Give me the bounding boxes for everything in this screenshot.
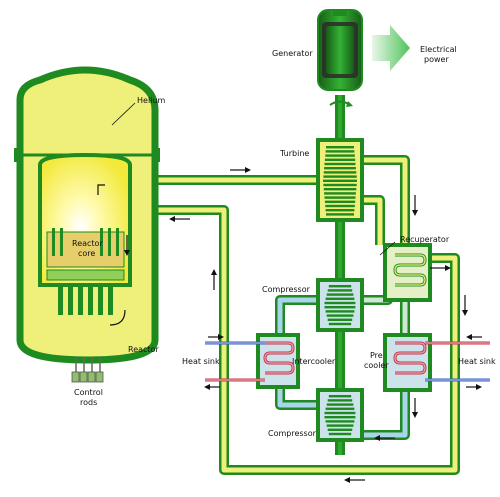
blade — [323, 171, 357, 174]
label-compressor-top: Compressor — [262, 285, 311, 294]
label-electrical-power-1: Electrical — [420, 45, 457, 54]
blade — [327, 289, 353, 292]
blade — [327, 428, 353, 431]
label-electrical-power-2: power — [424, 55, 449, 64]
turbine-blades — [323, 146, 357, 216]
compressor-top-blades — [324, 285, 356, 326]
label-pre-cooler-2: cooler — [364, 361, 389, 370]
label-generator: Generator — [272, 49, 313, 58]
blade — [326, 314, 354, 317]
blade — [325, 407, 355, 410]
turbine-exhaust-pipe — [360, 155, 410, 245]
blade — [326, 146, 354, 149]
shaft — [335, 95, 345, 455]
blade — [328, 322, 352, 326]
blade — [328, 285, 352, 288]
blade — [325, 204, 355, 208]
blade — [324, 416, 356, 419]
blade — [323, 188, 357, 191]
blade — [325, 150, 355, 153]
label-intercooler: Intercooler — [292, 357, 336, 366]
blade — [327, 399, 353, 402]
blade — [324, 158, 356, 161]
blade — [328, 432, 352, 436]
compressor-bottom — [316, 388, 364, 442]
heat-sink-right-lines — [425, 334, 490, 390]
pre-cooler — [383, 333, 432, 392]
generator — [317, 9, 363, 107]
label-reactor-core-1: Reactor — [72, 239, 103, 248]
label-helium: Helium — [137, 96, 165, 105]
power-arrow-icon — [372, 25, 410, 71]
label-turbine: Turbine — [279, 149, 309, 158]
blade — [326, 403, 354, 406]
blade — [325, 209, 355, 212]
label-reactor: Reactor — [128, 345, 159, 354]
blade — [323, 183, 357, 187]
turbine — [316, 138, 364, 222]
blade — [325, 154, 355, 157]
label-reactor-core-2: core — [78, 249, 95, 258]
label-pre-cooler-1: Pre — [370, 351, 383, 360]
precooler-pipes — [360, 300, 410, 440]
compressor-bottom-blades — [324, 395, 356, 436]
control-rod-bars — [52, 228, 119, 256]
reactor-vessel — [14, 66, 160, 364]
blade — [326, 213, 354, 216]
blade — [325, 297, 355, 300]
blade — [324, 162, 356, 166]
control-rod-drives — [71, 358, 104, 383]
blade — [325, 310, 355, 313]
label-recuperator: Recuperator — [400, 235, 450, 244]
recuperator-leader — [379, 241, 396, 256]
label-control-rods-2: rods — [80, 398, 97, 407]
blade — [324, 411, 356, 415]
recuperator — [383, 243, 432, 302]
blade — [324, 196, 356, 199]
blade — [324, 301, 356, 305]
blade — [323, 179, 357, 182]
blade — [324, 200, 356, 203]
blade — [325, 420, 355, 423]
intercooler-pipes — [275, 295, 318, 410]
outer-return-pipe — [150, 205, 460, 475]
lower-rod-channels — [58, 285, 113, 315]
blade — [328, 395, 352, 398]
blade — [326, 293, 354, 296]
blade — [327, 318, 353, 321]
heat-sink-left-lines — [204, 334, 265, 390]
label-heat-sink-right: Heat sink — [458, 357, 496, 366]
blade — [324, 192, 356, 195]
flow-arrows — [169, 167, 468, 483]
blade — [326, 424, 354, 427]
blade — [324, 306, 356, 309]
compressor-top — [316, 278, 364, 332]
blade — [323, 175, 357, 178]
blade — [324, 167, 356, 170]
label-compressor-bottom: Compressor — [268, 429, 317, 438]
helium-leader — [111, 102, 136, 126]
label-control-rods-1: Control — [74, 388, 103, 397]
label-heat-sink-left: Heat sink — [182, 357, 220, 366]
